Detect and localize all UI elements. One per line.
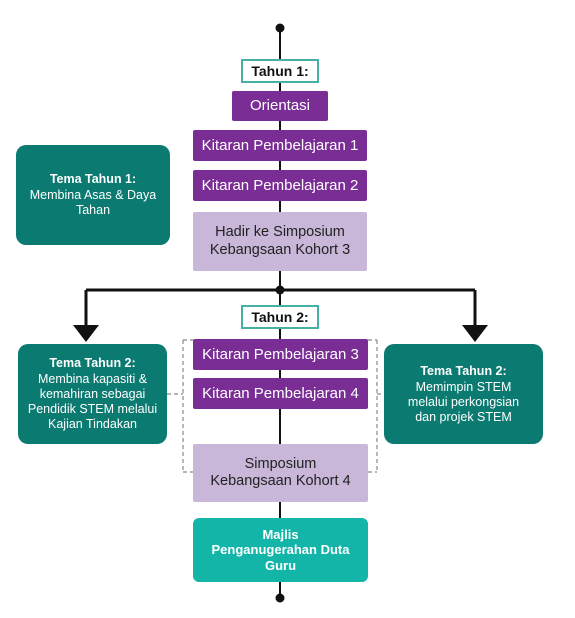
theme-year2-right-description: Memimpin STEM melalui perkongsian dan pr… <box>407 379 520 424</box>
end-dot <box>275 593 285 603</box>
theme-year2-right-box: Tema Tahun 2: Memimpin STEM melalui perk… <box>384 344 543 444</box>
year1-label: Tahun 1: <box>241 59 319 83</box>
final-ceremony-box: Majlis Penganugerahan Duta Guru <box>193 518 368 582</box>
theme-year2-left-title: Tema Tahun 2: <box>49 356 136 370</box>
theme-year1-box: Tema Tahun 1: Membina Asas & Daya Tahan <box>16 145 170 245</box>
theme-year1-description: Membina Asas & Daya Tahan <box>29 188 157 217</box>
step-kitaran-1: Kitaran Pembelajaran 1 <box>193 130 367 161</box>
step-orientasi: Orientasi <box>232 91 328 121</box>
left-arrow-head <box>73 325 99 342</box>
theme-year2-left-description: Membina kapasiti & kemahiran sebagai Pen… <box>27 372 158 431</box>
right-arrow-head <box>462 325 488 342</box>
theme-year2-left-box: Tema Tahun 2: Membina kapasiti & kemahir… <box>18 344 167 444</box>
step-kitaran-4: Kitaran Pembelajaran 4 <box>193 378 368 409</box>
theme-year1-title: Tema Tahun 1: <box>49 172 137 186</box>
step-symposium-kohort-3: Hadir ke Simposium Kebangsaan Kohort 3 <box>193 212 367 271</box>
start-dot <box>275 23 285 33</box>
step-kitaran-2: Kitaran Pembelajaran 2 <box>193 170 367 201</box>
step-kitaran-3: Kitaran Pembelajaran 3 <box>193 339 368 370</box>
step-symposium-kohort-4: Simposium Kebangsaan Kohort 4 <box>193 444 368 502</box>
theme-year2-right-title: Tema Tahun 2: <box>420 363 507 378</box>
year2-label: Tahun 2: <box>241 305 319 329</box>
